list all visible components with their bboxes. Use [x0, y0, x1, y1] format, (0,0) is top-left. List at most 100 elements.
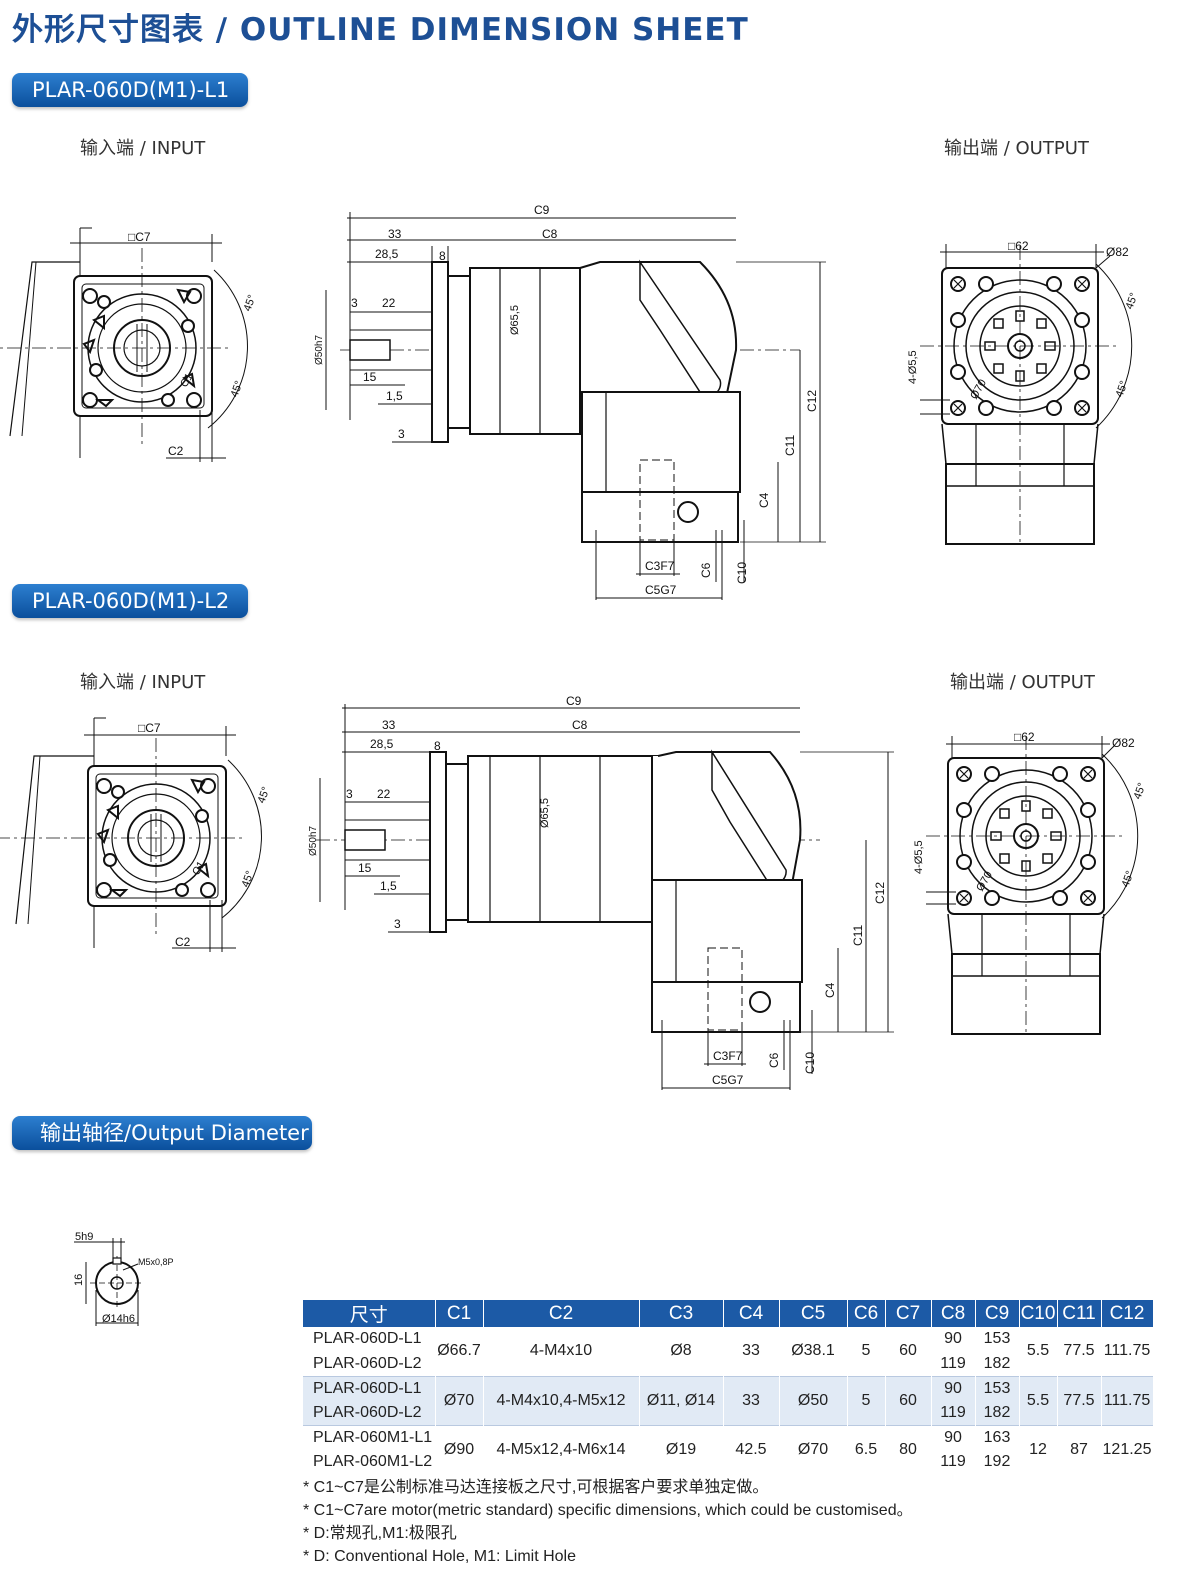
c9-cell: 153	[975, 1327, 1020, 1352]
c12-cell: 111.75	[1101, 1327, 1154, 1377]
dim-22-l1: 22	[382, 296, 396, 310]
header-cell: C9	[975, 1300, 1020, 1327]
c12-cell: 111.75	[1101, 1375, 1154, 1426]
dim-shaft-dia: Ø14h6	[102, 1313, 135, 1325]
table-row: PLAR-060D-L2 119 182	[303, 1351, 1153, 1377]
c8-cell: 119	[931, 1400, 976, 1426]
footnotes: * C1~C7是公制标准马达连接板之尺寸,可根据客户要求单独定做。 * C1~C…	[303, 1476, 913, 1568]
dim-sq-c7-l1: □C7	[128, 230, 151, 244]
dim-8-l2: 8	[434, 739, 441, 753]
dim-c6-l2: C6	[767, 1052, 781, 1068]
c7-cell: 60	[885, 1375, 932, 1426]
c8-cell: 90	[931, 1327, 976, 1352]
dim-c9-l2: C9	[566, 694, 582, 708]
output-view-l1: □62 Ø82 45° 45° Ø70 4-Ø5,5	[907, 239, 1141, 547]
c9-cell: 192	[975, 1449, 1020, 1475]
dim-c12-l2: C12	[873, 882, 887, 904]
dim-holes-l1: 4-Ø5,5	[907, 350, 919, 384]
dim-c3-l1: C3F7	[645, 559, 675, 573]
dim-3b-l2: 3	[394, 917, 401, 931]
c6-cell: 6.5	[847, 1424, 886, 1475]
c8-cell: 119	[931, 1351, 976, 1377]
c3-cell: Ø19	[639, 1424, 724, 1475]
c11-cell: 87	[1057, 1424, 1102, 1475]
input-view-l2: □C7 45° 45° C1 C2	[0, 717, 273, 952]
c3-cell: Ø11, Ø14	[639, 1375, 724, 1426]
header-cell: C7	[885, 1300, 932, 1327]
header-cell: C3	[639, 1300, 724, 1327]
dim-45c-l2: 45°	[1132, 781, 1149, 801]
dim-c12-l1: C12	[805, 390, 819, 412]
c5-cell: Ø38.1	[779, 1327, 848, 1377]
c1-cell: Ø66.7	[435, 1327, 484, 1377]
side-view-l2: C9 C8 33 28,5 8 Ø50h7 Ø65,5 3 22 15 1,5 …	[308, 694, 894, 1090]
note-line: * D: Conventional Hole, M1: Limit Hole	[303, 1548, 577, 1565]
c11-cell: 77.5	[1057, 1327, 1102, 1377]
technical-drawings: □C7 45° 45° C1 C2 C9 C8 33 28,5 8	[0, 203, 1149, 1090]
input-view-l1: □C7 45° 45° C1 C2	[0, 227, 259, 462]
dim-c10-l1: C10	[735, 562, 749, 584]
dim-33-l1: 33	[388, 227, 402, 241]
dim-c10-l2: C10	[803, 1052, 817, 1074]
header-cell: C6	[847, 1300, 886, 1327]
dim-45a-l2: 45°	[256, 785, 273, 805]
header-cell: C1	[435, 1300, 484, 1327]
header-cell: C8	[931, 1300, 976, 1327]
dim-3a-l2: 3	[346, 787, 353, 801]
header-cell: C11	[1057, 1300, 1102, 1327]
header-cell: C4	[723, 1300, 780, 1327]
model-cell: PLAR-060D-L1	[303, 1327, 436, 1352]
dim-d65-l1: Ø65,5	[509, 305, 521, 335]
dimension-table: 尺寸 C1 C2 C3 C4 C5 C6 C7 C8 C9 C10 C11 C1…	[303, 1300, 1154, 1475]
model-cell: PLAR-060M1-L2	[303, 1449, 436, 1475]
dim-45b-l1: 45°	[229, 379, 246, 399]
dim-8-l1: 8	[439, 249, 446, 263]
c4-cell: 33	[723, 1375, 780, 1426]
c7-cell: 80	[885, 1424, 932, 1475]
page-title: 外形尺寸图表 / OUTLINE DIMENSION SHEET	[12, 12, 749, 48]
table-row: PLAR-060M1-L2 119 192	[303, 1449, 1153, 1475]
dim-c11-l1: C11	[783, 435, 797, 456]
c9-cell: 182	[975, 1351, 1020, 1377]
dim-d82-l2: Ø82	[1112, 736, 1135, 750]
c9-cell: 163	[975, 1424, 1020, 1450]
model-cell: PLAR-060D-L1	[303, 1375, 436, 1401]
c1-cell: Ø90	[435, 1424, 484, 1475]
output-view-l2: □62 Ø82 45° 45° Ø70 4-Ø5,5	[913, 730, 1149, 1037]
dim-28-5-l1: 28,5	[375, 247, 399, 261]
note-line: * C1~C7是公制标准马达连接板之尺寸,可根据客户要求单独定做。	[303, 1479, 769, 1496]
model-label-l2: PLAR-060D(M1)-L2	[12, 584, 248, 618]
model-cell: PLAR-060D-L2	[303, 1400, 436, 1426]
c4-cell: 33	[723, 1327, 780, 1377]
dim-c2-l2: C2	[175, 935, 191, 949]
c1-cell: Ø70	[435, 1375, 484, 1426]
c10-cell: 5.5	[1019, 1327, 1058, 1377]
dim-c4-l2: C4	[823, 982, 837, 998]
dim-d50-l2: Ø50h7	[308, 826, 319, 856]
c4-cell: 42.5	[723, 1424, 780, 1475]
dim-45b-l2: 45°	[240, 869, 257, 889]
header-cell: C2	[483, 1300, 640, 1327]
dim-3b-l1: 3	[398, 427, 405, 441]
table-row: PLAR-060M1-L1 Ø90 4-M5x12,4-M6x14 Ø19 42…	[303, 1424, 1154, 1475]
table-row: PLAR-060D-L1 Ø70 4-M4x10,4-M5x12 Ø11, Ø1…	[303, 1375, 1154, 1426]
c9-cell: 153	[975, 1375, 1020, 1401]
c2-cell: 4-M4x10	[483, 1327, 640, 1377]
c9-cell: 182	[975, 1400, 1020, 1426]
dim-1-5-l1: 1,5	[386, 389, 403, 403]
dim-c9-l1: C9	[534, 203, 550, 217]
model-cell: PLAR-060M1-L1	[303, 1424, 436, 1450]
note-line: * C1~C7are motor(metric standard) specif…	[303, 1502, 913, 1519]
header-cell: 尺寸	[303, 1300, 436, 1327]
dim-28-5-l2: 28,5	[370, 737, 394, 751]
c5-cell: Ø70	[779, 1424, 848, 1475]
header-cell: C12	[1101, 1300, 1154, 1327]
dim-45c-l1: 45°	[1124, 291, 1141, 311]
note-line: * D:常规孔,M1:极限孔	[303, 1525, 457, 1542]
c7-cell: 60	[885, 1327, 932, 1377]
c5-cell: Ø50	[779, 1375, 848, 1426]
dim-15-l1: 15	[363, 370, 377, 384]
dim-c6-l1: C6	[699, 562, 713, 578]
c10-cell: 5.5	[1019, 1375, 1058, 1426]
dim-c8-l1: C8	[542, 227, 558, 241]
